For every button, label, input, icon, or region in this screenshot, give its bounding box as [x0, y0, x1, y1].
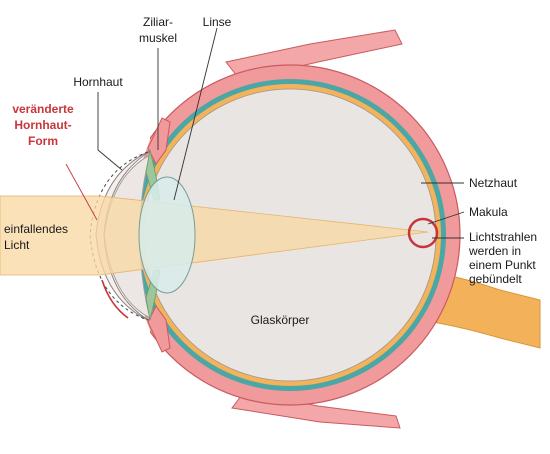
lens — [138, 176, 196, 294]
label-lichtstrahlen-line4: gebündelt — [469, 272, 522, 286]
label-lichtstrahlen-line1: Lichtstrahlen — [469, 230, 537, 244]
label-lichtstrahlen-line2: werden in — [468, 244, 521, 258]
label-einfallendes-line1: einfallendes — [4, 222, 68, 236]
macula-marker — [407, 217, 439, 249]
changed-cornea-shape — [89, 151, 149, 321]
changed-cornea-red-edge — [101, 279, 129, 319]
label-netzhaut: Netzhaut — [469, 176, 518, 190]
label-linse: Linse — [203, 15, 232, 29]
label-ziliarmuskel-line2: muskel — [139, 31, 177, 45]
leader-hornhaut — [97, 92, 123, 171]
label-lichtstrahlen-line3: einem Punkt — [469, 258, 536, 272]
label-veraenderte-line1: veränderte — [12, 102, 74, 116]
label-hornhaut: Hornhaut — [73, 75, 123, 89]
upper-ciliary-body — [147, 117, 171, 165]
label-ziliarmuskel-line1: Ziliar- — [143, 15, 173, 29]
leader-makula — [427, 211, 465, 225]
label-glaskoerper: Glaskörper — [251, 313, 310, 327]
label-einfallendes-line2: Licht — [4, 238, 30, 252]
leader-veraenderte-form — [65, 163, 98, 221]
label-makula: Makula — [469, 205, 508, 219]
leader-linse — [173, 27, 218, 201]
label-veraenderte-line3: Form — [28, 134, 58, 148]
lower-ciliary-body — [147, 305, 171, 353]
leader-lines — [65, 27, 465, 239]
label-veraenderte-line2: Hornhaut- — [14, 118, 71, 132]
